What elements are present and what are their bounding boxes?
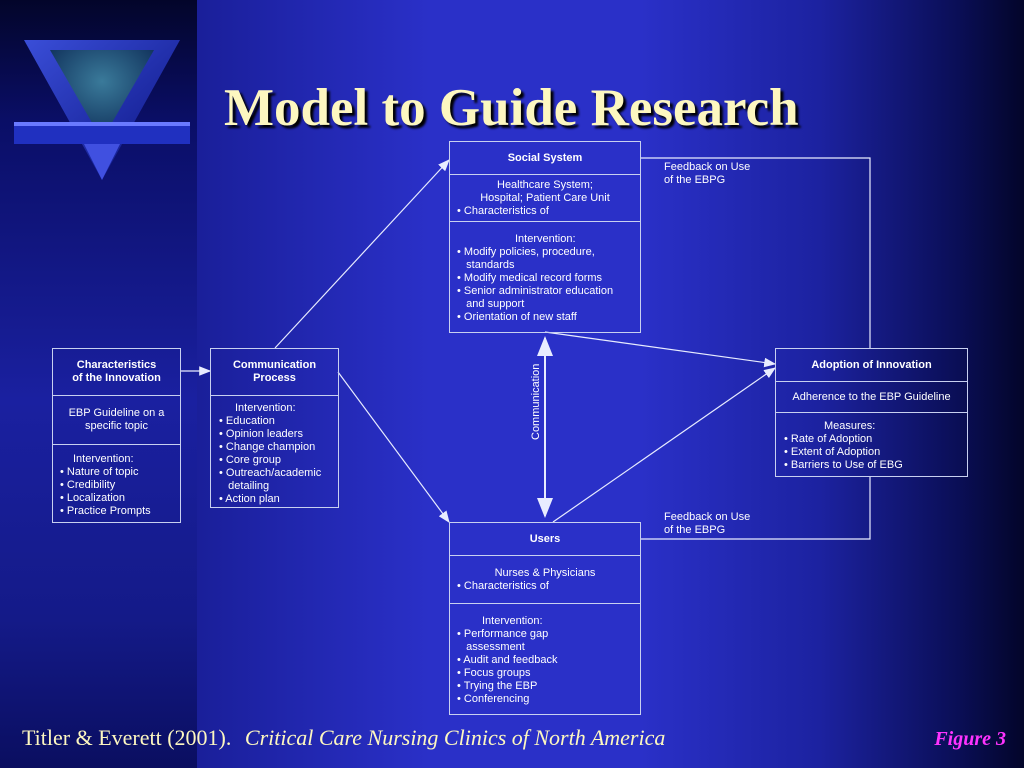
intervention-item: • Modify medical record forms bbox=[457, 272, 603, 284]
intervention-item: • Core group bbox=[219, 454, 281, 466]
page-title: Model to Guide Research bbox=[224, 79, 799, 137]
users-description: Nurses & Physicians • Characteristics of bbox=[450, 556, 640, 604]
measures-item: • Rate of Adoption bbox=[784, 433, 873, 445]
intervention-item: • Conferencing bbox=[457, 693, 530, 705]
users-bullet: • Characteristics of bbox=[457, 580, 549, 592]
intervention-item: • Audit and feedback bbox=[457, 654, 558, 666]
intervention-item: • Credibility bbox=[60, 479, 116, 491]
measures-item: • Extent of Adoption bbox=[784, 446, 881, 458]
intervention-title: Intervention: bbox=[515, 233, 576, 245]
measures-item: • Barriers to Use of EBG bbox=[784, 459, 903, 471]
social-system-line: Healthcare System; bbox=[497, 179, 593, 191]
intervention-item: • Action plan bbox=[219, 493, 280, 505]
intervention-item: • Localization bbox=[60, 492, 126, 504]
users-line: Nurses & Physicians bbox=[494, 567, 596, 579]
feedback-line: of the EBPG bbox=[664, 174, 726, 186]
feedback-line-bottom bbox=[640, 476, 871, 540]
feedback-line: of the EBPG bbox=[664, 524, 726, 536]
users-intervention: Intervention: • Performance gap assessme… bbox=[450, 604, 640, 706]
arrow-communication-to-users bbox=[337, 371, 450, 523]
arrow-communication-to-social bbox=[274, 159, 450, 349]
figure-label: Figure 3 bbox=[934, 728, 1006, 750]
intervention-item: detailing bbox=[219, 480, 270, 492]
social-system-line: Hospital; Patient Care Unit bbox=[480, 192, 610, 204]
intervention-item: • Opinion leaders bbox=[219, 428, 303, 440]
measures-title: Measures: bbox=[824, 420, 876, 432]
social-system-header: Social System bbox=[450, 142, 640, 175]
social-system-box: Social System Healthcare System; Hospita… bbox=[449, 141, 641, 333]
intervention-item: • Modify policies, procedure, bbox=[457, 246, 595, 258]
footer-journal: Critical Care Nursing Clinics of North A… bbox=[244, 725, 666, 750]
intervention-title: Intervention: bbox=[73, 453, 134, 465]
characteristics-intervention: Intervention: • Nature of topic • Credib… bbox=[53, 445, 180, 518]
feedback-label-bottom: Feedback on Use of the EBPG bbox=[664, 511, 750, 537]
communication-vertical-label: Communication bbox=[530, 363, 542, 440]
intervention-item: • Nature of topic bbox=[60, 466, 139, 478]
intervention-item: • Trying the EBP bbox=[457, 680, 538, 692]
intervention-item: • Education bbox=[219, 415, 275, 427]
communication-header: Communication Process bbox=[211, 349, 338, 396]
communication-header-line: Process bbox=[253, 372, 296, 384]
intervention-item: • Senior administrator education bbox=[457, 285, 614, 297]
characteristics-header: Characteristics of the Innovation bbox=[53, 349, 180, 396]
feedback-line-top bbox=[640, 157, 871, 348]
logo-triangle-icon bbox=[14, 40, 190, 180]
communication-box: Communication Process Intervention: • Ed… bbox=[210, 348, 339, 508]
intervention-item: and support bbox=[457, 298, 525, 310]
intervention-title: Intervention: bbox=[235, 402, 296, 414]
intervention-item: • Practice Prompts bbox=[60, 505, 151, 517]
adoption-box: Adoption of Innovation Adherence to the … bbox=[775, 348, 968, 477]
social-system-intervention: Intervention: • Modify policies, procedu… bbox=[450, 222, 640, 324]
communication-intervention: Intervention: • Education • Opinion lead… bbox=[211, 396, 338, 506]
characteristics-topic: EBP Guideline on a specific topic bbox=[53, 396, 180, 445]
feedback-line: Feedback on Use bbox=[664, 161, 751, 173]
intervention-item: • Focus groups bbox=[457, 667, 531, 679]
intervention-item: • Outreach/academic bbox=[219, 467, 322, 479]
social-system-description: Healthcare System; Hospital; Patient Car… bbox=[450, 175, 640, 222]
users-box: Users Nurses & Physicians • Characterist… bbox=[449, 522, 641, 715]
intervention-item: • Change champion bbox=[219, 441, 316, 453]
characteristics-header-line: of the Innovation bbox=[72, 372, 161, 384]
communication-header-line: Communication bbox=[232, 359, 317, 371]
characteristics-topic-line: specific topic bbox=[85, 420, 148, 432]
intervention-item: • Performance gap bbox=[457, 628, 549, 640]
adoption-header: Adoption of Innovation bbox=[776, 349, 967, 382]
arrow-users-to-adoption bbox=[552, 367, 776, 523]
footer-authors: Titler & Everett (2001). bbox=[22, 725, 232, 750]
intervention-title: Intervention: bbox=[482, 615, 543, 627]
arrow-social-to-adoption bbox=[544, 331, 777, 368]
social-system-bullet: • Characteristics of bbox=[457, 205, 549, 217]
users-header: Users bbox=[450, 523, 640, 556]
adoption-adherence: Adherence to the EBP Guideline bbox=[776, 382, 967, 413]
intervention-item: standards bbox=[457, 259, 515, 271]
characteristics-box: Characteristics of the Innovation EBP Gu… bbox=[52, 348, 181, 523]
feedback-line: Feedback on Use bbox=[664, 511, 751, 523]
footer-citation: Titler & Everett (2001). Critical Care N… bbox=[22, 725, 665, 751]
characteristics-topic-line: EBP Guideline on a bbox=[68, 407, 165, 419]
intervention-item: assessment bbox=[457, 641, 525, 653]
feedback-label-top: Feedback on Use of the EBPG bbox=[664, 161, 750, 187]
adoption-measures: Measures: • Rate of Adoption • Extent of… bbox=[776, 413, 967, 472]
intervention-item: • Orientation of new staff bbox=[457, 311, 577, 323]
characteristics-header-line: Characteristics bbox=[76, 359, 157, 371]
